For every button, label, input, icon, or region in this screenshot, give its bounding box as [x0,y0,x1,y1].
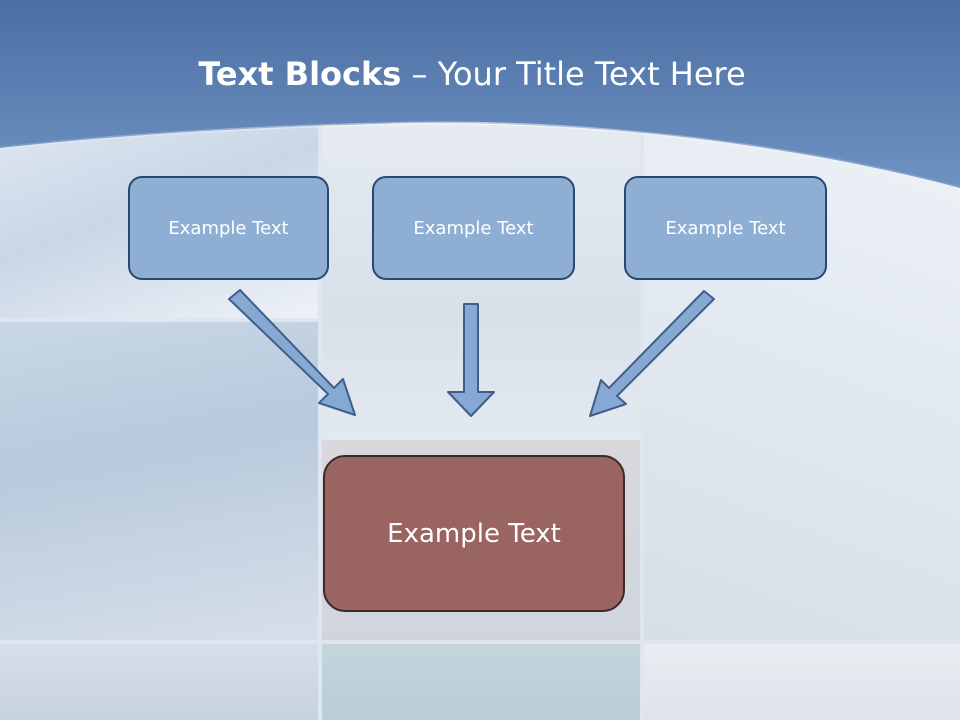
text-block-1-label: Example Text [168,217,289,239]
text-block-3[interactable]: Example Text [624,176,827,280]
background-photo-ultrasound [0,644,318,720]
result-text-block[interactable]: Example Text [323,455,625,612]
text-block-3-label: Example Text [665,217,786,239]
arrow-center-down [447,303,495,417]
title-bold-text: Text Blocks [198,55,402,93]
background-photo-surgery [322,644,640,720]
title-rest-text: – Your Title Text Here [401,55,746,93]
text-block-2[interactable]: Example Text [372,176,575,280]
slide-title: Text Blocks – Your Title Text Here [0,52,944,96]
background-photo-hands [644,644,960,720]
result-text-block-label: Example Text [387,518,561,549]
header-band [0,0,960,190]
background-photo-blood-sample [0,322,318,640]
text-block-1[interactable]: Example Text [128,176,329,280]
text-block-2-label: Example Text [413,217,534,239]
arrow-right-diagonal [589,290,715,417]
arrow-left-diagonal [228,289,356,416]
